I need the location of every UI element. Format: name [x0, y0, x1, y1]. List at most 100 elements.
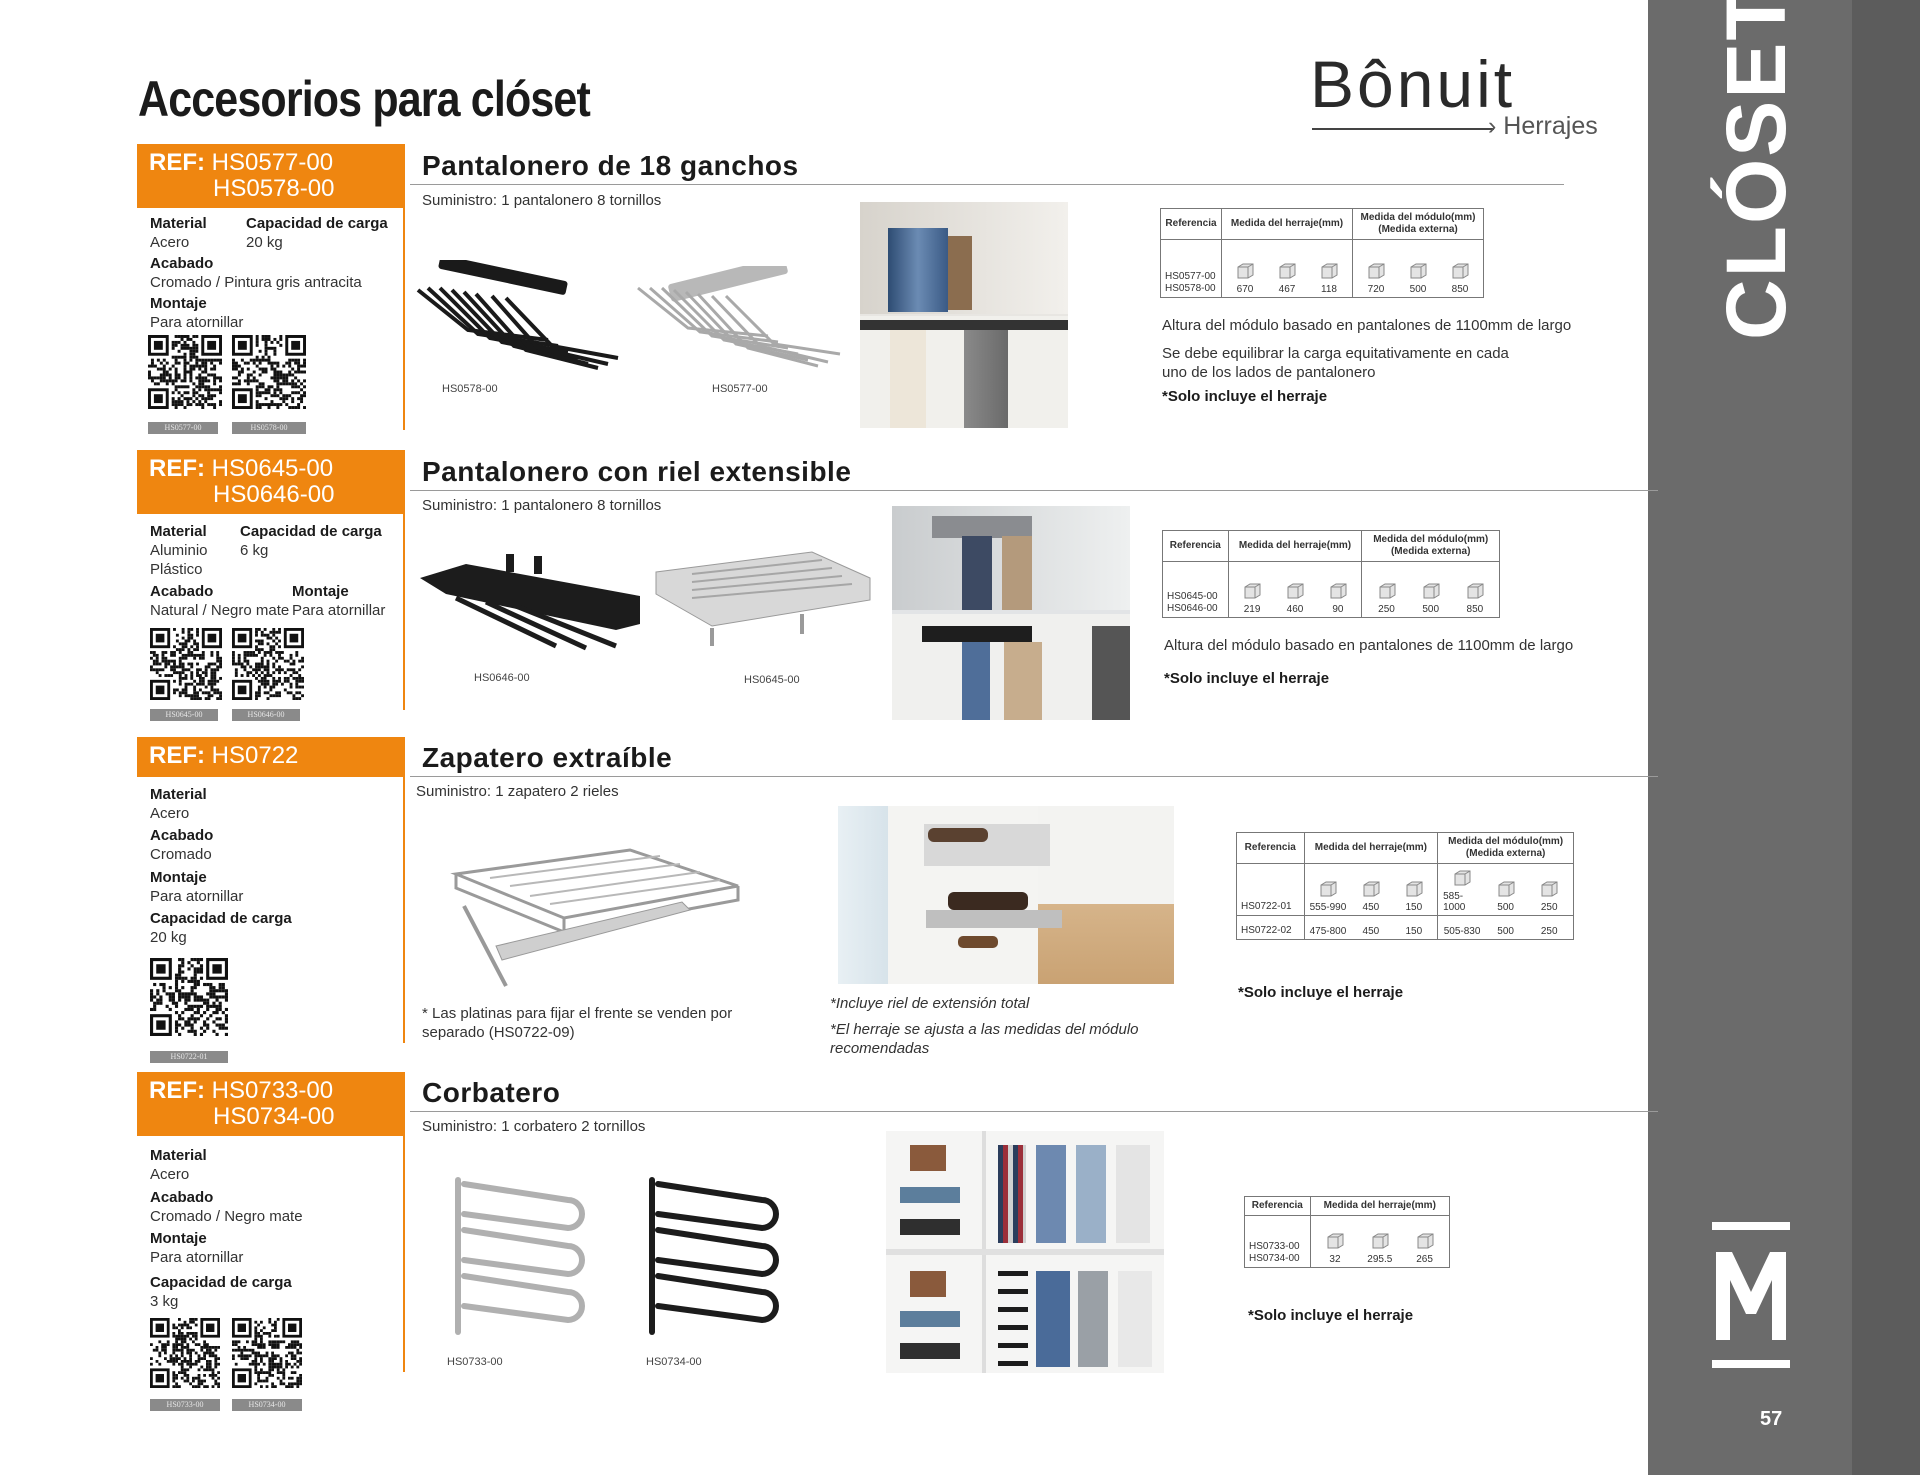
cube-height-icon — [1467, 583, 1484, 599]
pants-rack-silver-image — [637, 266, 841, 368]
closet-photo — [838, 806, 1174, 984]
pants-rack-silver-image — [655, 551, 871, 646]
page-title: Accesorios para clóset — [138, 71, 591, 127]
supply-text: Suministro: 1 pantalonero 8 tornillos — [422, 192, 662, 209]
cube-width-icon — [1454, 870, 1471, 886]
note: Se debe equilibrar la carga equitativame… — [1162, 345, 1509, 381]
shoe-rack-image — [450, 848, 740, 987]
image-caption: HS0734-00 — [646, 1356, 702, 1368]
qr-code-icon[interactable] — [150, 628, 222, 700]
section-title: Pantalonero de 18 ganchos — [422, 150, 799, 181]
closet-photo — [860, 202, 1068, 428]
cube-depth-icon — [1410, 263, 1427, 279]
qr-label: HS0734-00 — [232, 1399, 302, 1411]
page-number: 57 — [1760, 1408, 1783, 1430]
cube-width-icon — [1320, 881, 1337, 897]
ref-code: HS0578-00 — [213, 175, 335, 202]
brand-name: Bônuit — [1310, 47, 1516, 121]
side-label: CLÓSET — [1709, 0, 1803, 340]
supply-text: Suministro: 1 pantalonero 8 tornillos — [422, 497, 662, 514]
ref-box: REF: HS0722 — [137, 737, 405, 777]
note: * Las platinas para fijar el frente se v… — [422, 1005, 733, 1041]
ref-code: HS0577-00 — [211, 149, 334, 176]
section-title: Corbatero — [422, 1077, 561, 1108]
section-title: Pantalonero con riel extensible — [422, 456, 852, 487]
th-modulo: Medida del módulo(mm) (Medida externa) — [1352, 208, 1484, 240]
tie-rack-silver-image — [455, 1177, 585, 1335]
brand-logo: Bônuit › Herrajes — [1310, 46, 1620, 146]
brand-sub: › Herrajes — [1488, 112, 1598, 140]
section-rule — [410, 1111, 1658, 1112]
image-caption: HS0646-00 — [474, 672, 530, 684]
section-rule — [410, 490, 1658, 491]
qr-code-icon[interactable] — [232, 335, 306, 409]
ref-divider — [403, 514, 405, 710]
ref-divider — [403, 1136, 405, 1372]
qr-code-icon[interactable] — [150, 1318, 220, 1388]
qr-code-icon[interactable] — [148, 335, 222, 409]
note-italic: *El herraje se ajusta a las medidas del … — [830, 1021, 1139, 1057]
cube-height-icon — [1406, 881, 1423, 897]
side-band-dark — [1852, 0, 1920, 1475]
cube-width-icon — [1368, 263, 1385, 279]
image-caption: HS0577-00 — [712, 383, 768, 395]
supply-text: Suministro: 1 zapatero 2 rieles — [416, 783, 619, 800]
cube-depth-icon — [1363, 881, 1380, 897]
cube-height-icon — [1541, 881, 1558, 897]
qr-code-icon[interactable] — [232, 1318, 302, 1388]
ref-label: REF: — [149, 149, 205, 176]
qr-label: HS0577-00 — [148, 422, 218, 434]
ref-box: REF: HS0645-00 HS0646-00 — [137, 450, 405, 514]
cube-height-icon — [1417, 1233, 1434, 1249]
pants-rack-black-image — [420, 554, 640, 651]
th-ref: Referencia — [1160, 208, 1222, 240]
ref-box: REF: HS0577-00 HS0578-00 — [137, 144, 405, 208]
closet-photo — [892, 506, 1130, 720]
qr-label: HS0578-00 — [232, 422, 306, 434]
ref-divider — [403, 777, 405, 1043]
th-herraje: Medida del herraje(mm) — [1221, 208, 1353, 240]
spec-table: Referencia Medida del herraje(mm) HS0733… — [1244, 1196, 1451, 1268]
cube-width-icon — [1237, 263, 1254, 279]
spec-table: Referencia Medida del herraje(mm) Medida… — [1162, 530, 1500, 618]
qr-label: HS0722-01 — [150, 1051, 228, 1063]
cube-width-icon — [1244, 583, 1261, 599]
m-logo-icon — [1712, 1222, 1790, 1368]
cube-width-icon — [1379, 583, 1396, 599]
cube-height-icon — [1452, 263, 1469, 279]
image-caption: HS0645-00 — [744, 674, 800, 686]
qr-label: HS0646-00 — [232, 709, 300, 721]
pants-rack-black-image — [416, 260, 619, 370]
note-bold: *Solo incluye el herraje — [1248, 1307, 1414, 1324]
row-herraje: 670 467 118 — [1221, 239, 1353, 298]
note: Altura del módulo basado en pantalones d… — [1162, 317, 1572, 334]
cube-height-icon — [1321, 263, 1338, 279]
note-italic: *Incluye riel de extensión total — [830, 995, 1030, 1012]
note: Altura del módulo basado en pantalones d… — [1164, 637, 1574, 654]
qr-code-icon[interactable] — [232, 628, 304, 700]
cube-height-icon — [1330, 583, 1347, 599]
section-rule — [410, 184, 1564, 185]
section-rule — [410, 776, 1658, 777]
qr-code-icon[interactable] — [150, 958, 228, 1036]
tie-rack-black-image — [649, 1177, 779, 1335]
cube-depth-icon — [1498, 881, 1515, 897]
image-caption: HS0578-00 — [442, 383, 498, 395]
image-caption: HS0733-00 — [447, 1356, 503, 1368]
ref-divider — [403, 208, 405, 430]
